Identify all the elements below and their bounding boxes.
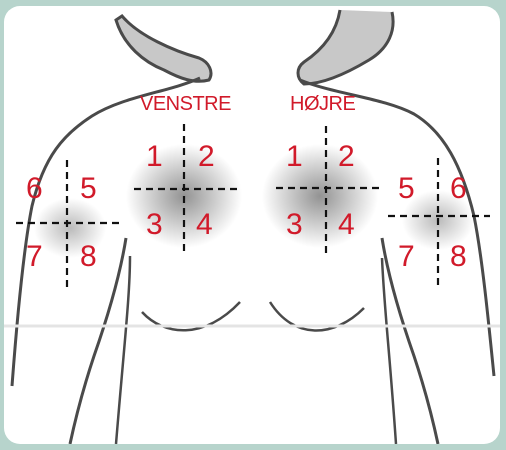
torso-illustration (4, 6, 500, 444)
shading-right-breast (262, 144, 378, 248)
zone-label-hojre-arm-6: 6 (450, 174, 467, 204)
zone-label-venstre-2: 2 (198, 142, 215, 172)
zone-label-hojre-arm-5: 5 (398, 174, 415, 204)
zone-label-hojre-2: 2 (338, 142, 355, 172)
zone-label-venstre-1: 1 (146, 142, 163, 172)
hair-left (116, 16, 211, 81)
side-label-venstre: VENSTRE (140, 94, 231, 114)
zone-label-venstre-4: 4 (196, 210, 213, 240)
hair-right (298, 10, 393, 84)
torso-right (382, 258, 396, 444)
zone-label-venstre-arm-5: 5 (80, 174, 97, 204)
zone-label-venstre-3: 3 (146, 210, 163, 240)
zone-label-venstre-arm-8: 8 (80, 242, 97, 272)
side-label-hojre: HØJRE (290, 94, 355, 114)
zone-label-hojre-1: 1 (286, 142, 303, 172)
zone-label-venstre-arm-7: 7 (26, 242, 43, 272)
diagram-frame: VENSTRE HØJRE 1 2 3 4 1 2 3 4 6 5 7 8 5 … (4, 6, 500, 444)
torso-left (116, 256, 130, 444)
zone-label-hojre-arm-7: 7 (398, 242, 415, 272)
zone-label-venstre-arm-6: 6 (26, 174, 43, 204)
zone-label-hojre-4: 4 (338, 210, 355, 240)
zone-label-hojre-arm-8: 8 (450, 242, 467, 272)
zone-label-hojre-3: 3 (286, 210, 303, 240)
